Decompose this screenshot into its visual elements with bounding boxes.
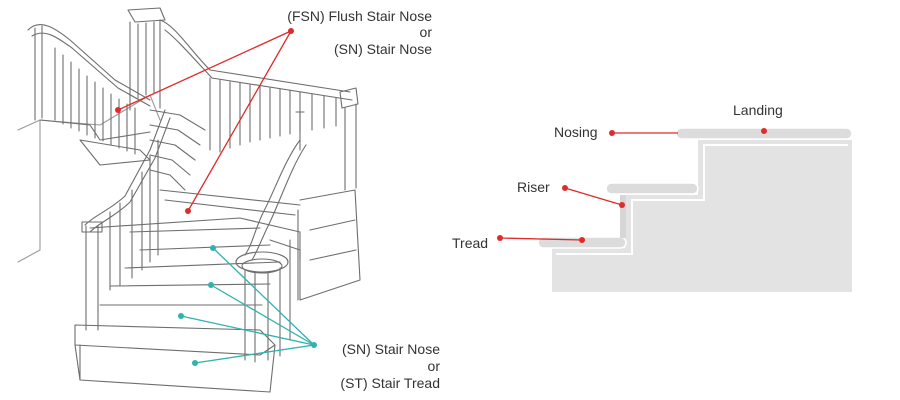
staircase-illustration (17, 7, 361, 393)
callout-sn-st-line1: (SN) Stair Nose (341, 341, 440, 357)
callout-fsn-line1: (FSN) Flush Stair Nose (287, 8, 432, 24)
riser-strip (620, 195, 626, 238)
profile-inner-outline (556, 144, 848, 255)
profile-leader-dots (497, 128, 767, 243)
label-nosing: Nosing (554, 124, 598, 140)
callout-fsn-line3: (SN) Stair Nose (333, 41, 432, 57)
label-riser: Riser (517, 179, 550, 195)
profile-body (552, 140, 852, 292)
fsn-leader-dots (115, 28, 294, 214)
sn-st-leader-dots (178, 245, 317, 366)
middle-tread-nosing (605, 182, 699, 195)
label-landing: Landing (733, 102, 783, 118)
profile-leader-lines (499, 132, 678, 241)
top-balusters (137, 21, 155, 99)
fsn-leader-lines (117, 30, 292, 212)
callout-fsn-line2: or (419, 24, 432, 40)
upper-left-balusters (54, 47, 136, 155)
stair-profile (537, 127, 853, 292)
sn-st-leader-lines (180, 247, 315, 364)
callout-sn-st-line3: (ST) Stair Tread (340, 375, 440, 391)
front-left-balusters (109, 139, 159, 291)
callout-sn-st-line2: or (427, 358, 440, 374)
landing-balusters (209, 77, 337, 153)
label-tread: Tread (452, 235, 489, 251)
